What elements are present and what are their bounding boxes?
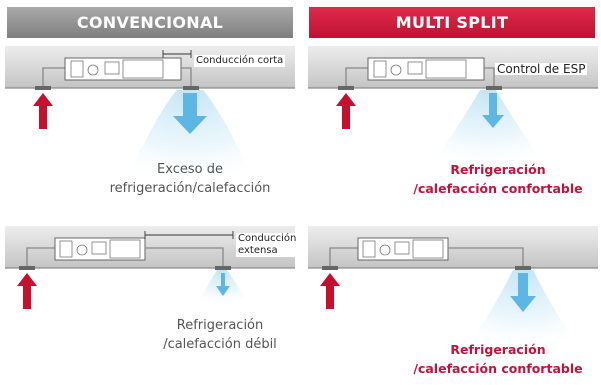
air-spread-cone [428,90,548,171]
duct-length-label-line-1: Conducción [238,233,297,244]
header-convencional: CONVENCIONAL [7,7,293,38]
return-duct [329,247,358,268]
header-multi-split-label: MULTI SPLIT [395,13,509,32]
fan-icon [76,244,88,256]
conventional-short-duct-diagram [5,46,295,186]
fan-icon [379,244,391,256]
supply-air-arrow [482,93,504,128]
fan-icon [87,64,99,76]
description-line-1: Refrigeración [450,162,546,177]
description-line-1: Refrigeración [176,318,264,333]
supply-duct [484,67,495,88]
header-multi-split: MULTI SPLIT [309,7,595,38]
supply-air-arrow [216,273,230,296]
description-line-2: /calefacción confortable [413,181,583,196]
supply-duct [145,247,224,268]
return-duct [42,67,65,88]
air-spread-cone [120,90,260,186]
panel-description: Exceso de refrigeración/calefacción [90,160,290,198]
panel-multi-split-long-duct: Refrigeración /calefacción confortable [308,226,598,376]
return-air-arrow [33,93,53,129]
description-line-2: /calefacción débil [163,337,277,352]
description-line-1: Refrigeración [450,342,546,357]
panel-multi-split-esp-control: Control de ESP Refrigeración /calefacció… [308,46,598,196]
multi-split-long-duct-diagram [308,226,598,351]
panel-description: Refrigeración /calefacción confortable [398,340,598,378]
duct-length-dimension [162,50,192,58]
duct-length-label-line-2: extensa [238,245,278,256]
supply-duct [448,247,524,268]
return-air-arrow [336,93,356,129]
duct-length-dimension [144,231,234,239]
description-line-2: /calefacción confortable [413,361,583,376]
panel-description: Refrigeración /calefacción débil [155,316,285,354]
description-line-1: Exceso de [157,162,223,177]
return-duct [26,247,55,268]
return-air-arrow [17,273,37,309]
panel-conventional-short-duct: Conducción corta Exceso de refrigeración… [5,46,295,196]
header-convencional-label: CONVENCIONAL [76,13,224,32]
duct-length-label: Conducción extensa [236,233,299,257]
supply-air-arrow [510,273,536,312]
panel-conventional-long-duct: Conducción extensa Refrigeración /calefa… [5,226,299,376]
description-line-2: refrigeración/calefacción [109,181,271,196]
supply-duct [181,67,192,88]
return-duct [345,67,368,88]
fan-icon [390,64,402,76]
supply-air-arrow [173,93,207,134]
duct-length-label: Conducción corta [194,55,286,67]
return-air-arrow [320,273,340,309]
panel-description: Refrigeración /calefacción confortable [398,160,598,198]
esp-control-label: Control de ESP [495,62,588,76]
